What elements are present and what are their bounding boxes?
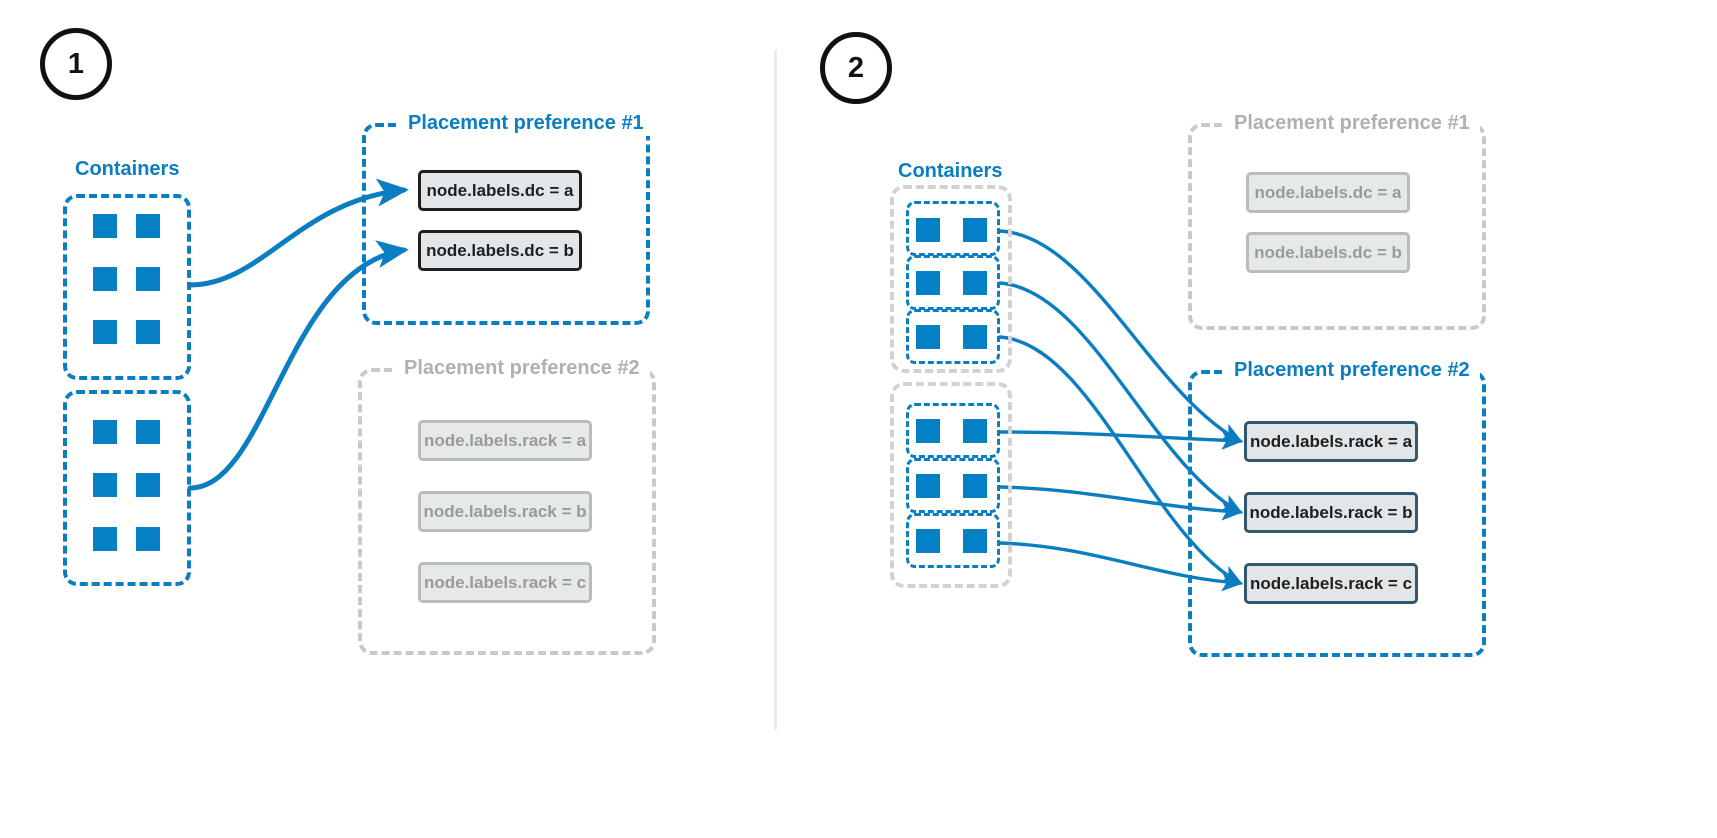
label-chip-rack-c-panel1: node.labels.rack = c [418,562,592,603]
container-subgroup-6 [906,513,1000,568]
container-square [136,267,160,291]
container-square [916,271,940,295]
container-square [916,325,940,349]
label-chip-rack-a-panel2: node.labels.rack = a [1244,421,1418,462]
label-chip-rack-a-panel1: node.labels.rack = a [418,420,592,461]
container-square [93,420,117,444]
label-chip-dc-a-panel1: node.labels.dc = a [418,170,582,211]
placement-preference-1-panel2: Placement preference #1 [1188,110,1486,330]
container-square [916,419,940,443]
panel-divider [774,50,777,730]
container-square [93,214,117,238]
container-group-1b [63,390,191,586]
placement-preference-1-title-panel2: Placement preference #1 [1224,110,1480,136]
placement-preference-1-title-panel1: Placement preference #1 [398,110,654,136]
label-chip-rack-b-panel1: node.labels.rack = b [418,491,592,532]
container-square [136,420,160,444]
container-square [93,527,117,551]
container-group-2a [890,185,1012,373]
container-subgroup-3 [906,309,1000,364]
placement-preference-2-title-panel1: Placement preference #2 [394,355,650,381]
container-square [136,473,160,497]
label-chip-rack-c-panel2: node.labels.rack = c [1244,563,1418,604]
container-group-1a [63,194,191,380]
container-subgroup-5 [906,458,1000,513]
step-badge-2: 2 [820,32,892,104]
containers-caption-panel1: Containers [75,158,180,180]
placement-preference-1-panel1: Placement preference #1 [362,110,654,325]
container-square [963,325,987,349]
label-chip-rack-b-panel2: node.labels.rack = b [1244,492,1418,533]
container-square [963,218,987,242]
label-chip-dc-a-panel2: node.labels.dc = a [1246,172,1410,213]
step-badge-1: 1 [40,28,112,100]
container-subgroup-1 [906,201,1000,256]
container-square [93,473,117,497]
label-chip-dc-b-panel2: node.labels.dc = b [1246,232,1410,273]
container-square [963,271,987,295]
label-chip-dc-b-panel1: node.labels.dc = b [418,230,582,271]
container-group-2b [890,382,1012,588]
container-subgroup-4 [906,403,1000,458]
container-square [136,527,160,551]
container-subgroup-2 [906,255,1000,310]
container-square [93,320,117,344]
placement-preference-2-title-panel2: Placement preference #2 [1224,357,1480,383]
container-square [963,474,987,498]
container-square [916,218,940,242]
container-square [136,214,160,238]
container-square [916,474,940,498]
container-square [963,419,987,443]
frame-border [362,123,650,325]
placement-preference-2-panel1: Placement preference #2 [358,355,656,655]
containers-caption-panel2: Containers [898,160,1003,182]
container-square [93,267,117,291]
frame-border [1188,123,1486,330]
container-square [136,320,160,344]
container-square [963,529,987,553]
placement-preference-2-panel2: Placement preference #2 [1188,357,1486,657]
container-square [916,529,940,553]
